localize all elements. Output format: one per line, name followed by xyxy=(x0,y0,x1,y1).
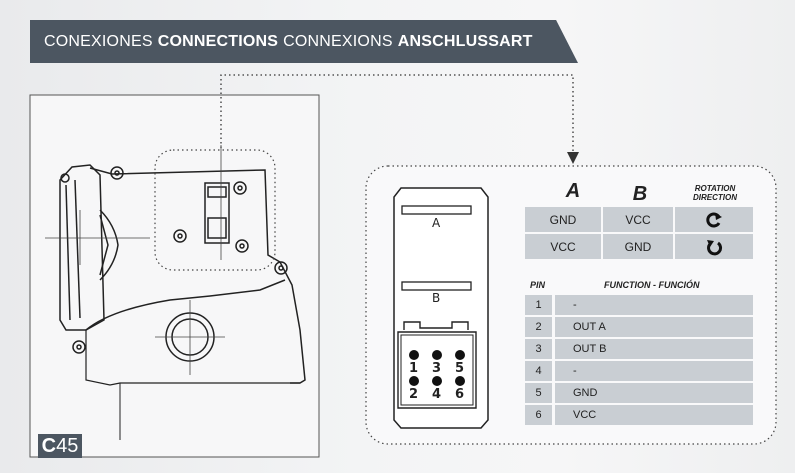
pin-number: 3 xyxy=(525,339,552,359)
pin-label-2: 2 xyxy=(409,387,419,402)
drawing-frame xyxy=(29,94,320,458)
page-number-value: 45 xyxy=(56,434,79,457)
pin-number: 2 xyxy=(525,317,552,337)
pin-table-row: 2 OUT A xyxy=(525,317,753,337)
detail-callout xyxy=(154,149,276,271)
pin-function: VCC xyxy=(555,405,753,425)
rotate-counterclockwise-icon xyxy=(707,239,723,255)
rotation-row2-a: VCC xyxy=(525,234,601,259)
leader-arrow-icon xyxy=(567,152,579,164)
header-banner: CONEXIONES CONNECTIONS CONNEXIONS ANSCHL… xyxy=(30,20,578,63)
pin-function: - xyxy=(555,361,753,381)
pin-number: 6 xyxy=(525,405,552,425)
rotation-row1-direction xyxy=(675,207,753,232)
pin-function: GND xyxy=(555,383,753,403)
pin-label-5: 5 xyxy=(455,361,465,376)
pin-table-row: 4 - xyxy=(525,361,753,381)
header-title-en: CONNECTIONS xyxy=(157,32,279,50)
connector-label-b: B xyxy=(432,291,441,305)
pin-number: 5 xyxy=(525,383,552,403)
pin-label-4: 4 xyxy=(432,387,442,402)
connector-label-a: A xyxy=(432,216,441,230)
pin-number: 1 xyxy=(525,295,552,315)
motor-drawing xyxy=(59,164,306,440)
pin-label-6: 6 xyxy=(455,387,465,402)
pin-table-header-pin: PIN xyxy=(530,280,546,290)
header-title-fr: CONNEXIONS xyxy=(283,32,393,50)
pin-table-row: 6 VCC xyxy=(525,405,753,425)
pin-table-row: 5 GND xyxy=(525,383,753,403)
leader-line xyxy=(220,74,574,152)
rotation-row1-b: VCC xyxy=(603,207,673,232)
pin-label-3: 3 xyxy=(432,361,442,376)
pin-table-row: 1 - xyxy=(525,295,753,315)
pin-function: OUT A xyxy=(555,317,753,337)
header-title-es: CONEXIONES xyxy=(44,32,153,50)
pin-function: - xyxy=(555,295,753,315)
header-title-de: ANSCHLUSSART xyxy=(397,32,533,50)
connector-socket xyxy=(397,331,477,409)
center-lines xyxy=(45,145,225,375)
pin-dots xyxy=(409,350,465,386)
pin-number: 4 xyxy=(525,361,552,381)
pin-function: OUT B xyxy=(555,339,753,359)
rotation-row2-direction xyxy=(675,234,753,259)
rotation-row2-b: GND xyxy=(603,234,673,259)
rotation-header-b: B xyxy=(632,183,648,205)
rotate-clockwise-icon xyxy=(706,212,722,227)
rotation-header-direction: ROTATION DIRECTION xyxy=(693,184,737,202)
pin-table-header-function: FUNCTION - FUNCIÓN xyxy=(604,280,700,290)
pin-label-1: 1 xyxy=(409,361,419,376)
page-prefix: C xyxy=(41,434,57,457)
rotation-row1-a: GND xyxy=(525,207,601,232)
pin-table-row: 3 OUT B xyxy=(525,339,753,359)
rotation-header-a: A xyxy=(565,180,581,202)
